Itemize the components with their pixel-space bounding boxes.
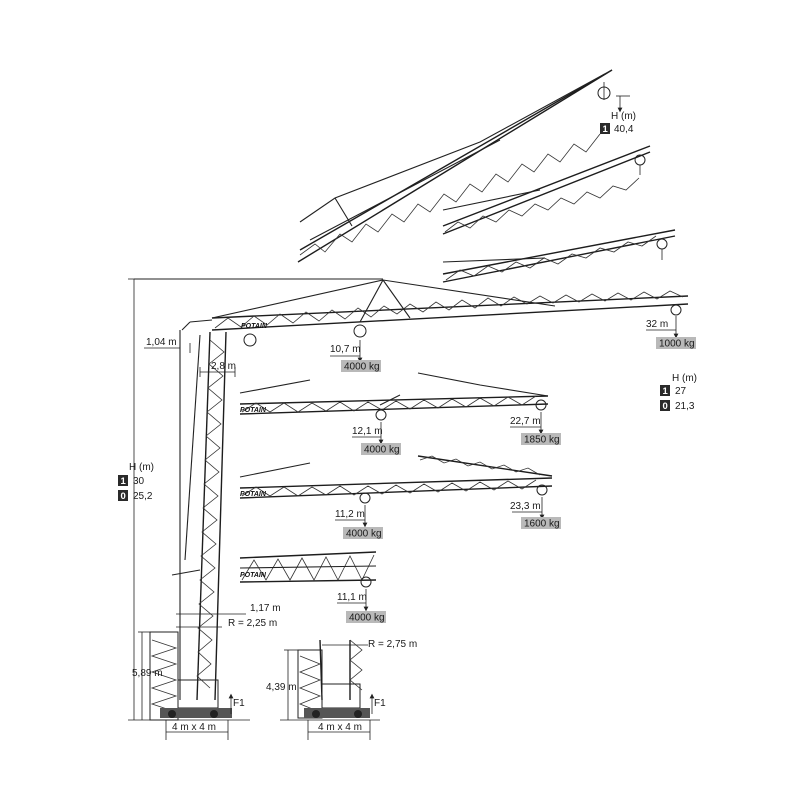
right-base bbox=[297, 639, 370, 719]
base-left-footprint: 4 m x 4 m bbox=[172, 722, 216, 733]
potain-logo: POTAIN bbox=[241, 323, 268, 330]
jib4-inner-load: 4000 kg bbox=[349, 613, 385, 624]
base-left-height: 5,89 m bbox=[132, 668, 163, 679]
main-jib-inner-load-box bbox=[341, 360, 381, 372]
right-height-index-box-0 bbox=[660, 400, 670, 411]
left-height-index-1: 1 bbox=[121, 476, 127, 487]
base-right-footprint: 4 m x 4 m bbox=[318, 722, 362, 733]
jib3-tip-load-box bbox=[521, 517, 561, 529]
top-height-value: 40,4 bbox=[614, 124, 634, 135]
left-height-value-0: 25,2 bbox=[133, 491, 153, 502]
jib2-inner-load-box bbox=[361, 443, 401, 455]
potain-logo-3: POTAIN bbox=[240, 491, 267, 498]
offset-top: 1,04 m bbox=[146, 337, 177, 348]
left-height-index-box-0 bbox=[118, 490, 128, 501]
base-left-radius: R = 2,25 m bbox=[228, 618, 277, 629]
top-height-label: H (m) bbox=[611, 111, 636, 122]
main-jib-radius: 32 m bbox=[646, 319, 668, 330]
jib4-inner-load-box bbox=[346, 611, 386, 623]
base-left-offset: 1,17 m bbox=[250, 603, 281, 614]
raised-jib-top bbox=[297, 69, 630, 263]
jib3-inner-load-box bbox=[343, 527, 383, 539]
main-jib-tip-load: 1000 kg bbox=[659, 339, 695, 350]
main-jib-inner-load: 4000 kg bbox=[344, 362, 380, 373]
jib2-inner-radius: 12,1 m bbox=[352, 426, 383, 437]
jib2-tip-radius: 22,7 m bbox=[510, 416, 541, 427]
base-right-height: 4,39 m bbox=[266, 682, 297, 693]
main-jib-inner-radius: 10,7 m bbox=[330, 344, 361, 355]
base-right-force: F1 bbox=[374, 698, 386, 709]
main-jib: POTAIN bbox=[134, 278, 689, 347]
jib-variant-4: POTAIN bbox=[239, 551, 377, 588]
jib2-tip-load-box bbox=[521, 433, 561, 445]
right-height-index-box-1 bbox=[660, 385, 670, 396]
jib2-tip-load: 1850 kg bbox=[524, 435, 560, 446]
main-jib-tip-load-box bbox=[656, 337, 696, 349]
top-config-index-box bbox=[600, 123, 610, 134]
right-height-value-0: 21,3 bbox=[675, 401, 695, 412]
right-height-value-1: 27 bbox=[675, 386, 687, 397]
right-height-index-1: 1 bbox=[663, 386, 669, 397]
offset-mast: 2,8 m bbox=[211, 361, 236, 372]
jib2-inner-load: 4000 kg bbox=[364, 445, 400, 456]
jib3-inner-load: 4000 kg bbox=[346, 529, 382, 540]
left-base bbox=[149, 631, 232, 721]
potain-logo-2: POTAIN bbox=[240, 407, 267, 414]
folded-jib-2 bbox=[442, 145, 651, 235]
potain-logo-4: POTAIN bbox=[240, 572, 267, 579]
left-height-index-0: 0 bbox=[121, 491, 126, 502]
right-height-label: H (m) bbox=[672, 373, 697, 384]
jib3-tip-load: 1600 kg bbox=[524, 519, 560, 530]
jib-variant-3: POTAIN bbox=[239, 455, 553, 504]
base-left-force: F1 bbox=[233, 698, 245, 709]
jib-variant-2: POTAIN bbox=[239, 372, 549, 421]
base-right-radius: R = 2,75 m bbox=[368, 639, 417, 650]
jib3-inner-radius: 11,2 m bbox=[335, 509, 365, 520]
jib3-tip-radius: 23,3 m bbox=[510, 501, 541, 512]
top-config-index: 1 bbox=[603, 124, 609, 135]
left-height-index-box-1 bbox=[118, 475, 128, 486]
main-mast bbox=[171, 319, 227, 701]
right-height-index-0: 0 bbox=[663, 401, 668, 412]
left-height-value-1: 30 bbox=[133, 476, 145, 487]
jib4-inner-radius: 11,1 m bbox=[337, 592, 367, 603]
left-height-label: H (m) bbox=[129, 462, 154, 473]
folded-jib-3 bbox=[442, 229, 676, 283]
